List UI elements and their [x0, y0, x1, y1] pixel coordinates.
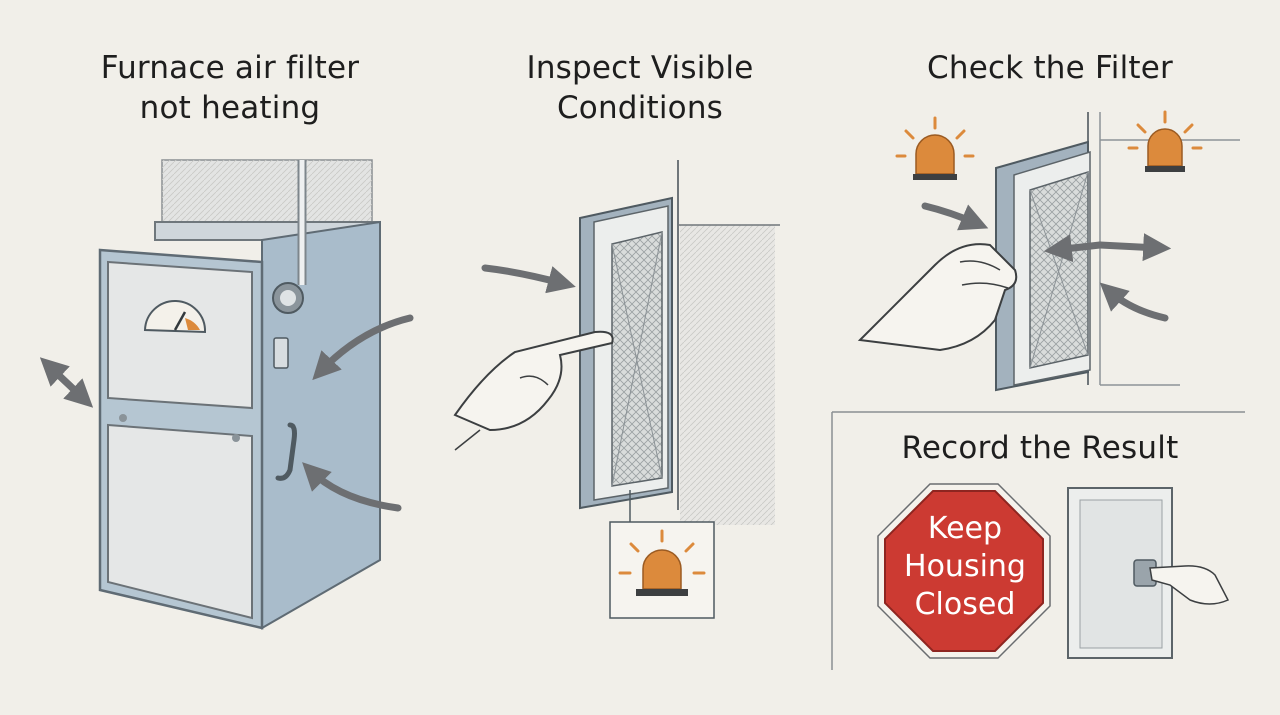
panel-4-title: Record the Result [870, 428, 1210, 468]
warning-beacon-icon [618, 529, 706, 596]
pointing-hand-icon [453, 330, 614, 451]
housing-door [1067, 487, 1173, 659]
airflow-arrow-icon [481, 264, 576, 294]
stop-sign-line2: Housing [904, 549, 1026, 584]
panel-4-title-line1: Record the Result [901, 430, 1179, 466]
panel-2-title-line2: Conditions [556, 90, 724, 126]
panel-2-title-line1: Inspect Visible [526, 50, 754, 86]
panel-2-title: Inspect Visible Conditions [470, 48, 810, 128]
furnace-icon [98, 159, 381, 630]
panel-4-frame [831, 411, 1245, 670]
stop-sign-line1: Keep [927, 511, 1003, 546]
gauge-icon [143, 300, 207, 334]
stop-sign-line3: Closed [914, 587, 1016, 622]
panel-1-title: Furnace air filter not heating [60, 48, 400, 128]
panel-1-title-line2: not heating [139, 90, 321, 126]
hand-holding-filter-icon [857, 243, 1018, 352]
air-filter-icon [579, 160, 780, 525]
panel-3-title: Check the Filter [900, 48, 1200, 88]
stop-sign-text: Keep Housing Closed [882, 510, 1048, 624]
panel-3-title-line1: Check the Filter [927, 50, 1173, 86]
panel-1-title-line1: Furnace air filter [100, 50, 360, 86]
warning-beacon-icon [895, 116, 975, 180]
airflow-arrow-icon [39, 314, 414, 512]
air-filter-icon [995, 140, 1091, 392]
airflow-arrow-icon [921, 202, 1172, 322]
warning-beacon-icon [1127, 110, 1203, 172]
hand-on-latch-icon [1149, 565, 1230, 605]
stop-sign-icon [877, 483, 1051, 659]
